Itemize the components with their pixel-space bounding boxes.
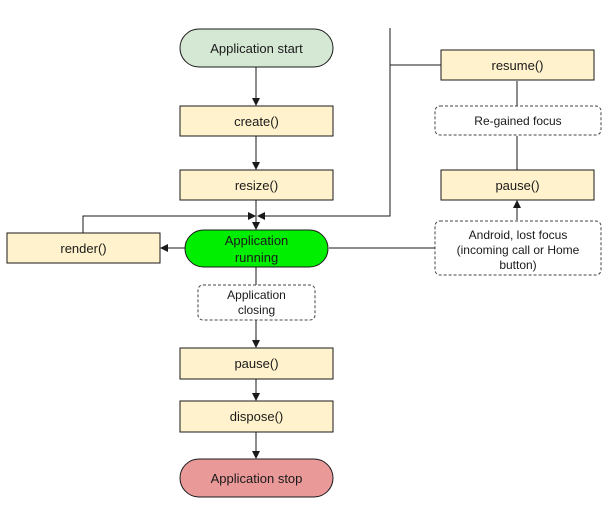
resume-label: resume() (491, 58, 543, 73)
pause-side-label: pause() (495, 178, 539, 193)
render-label: render() (60, 241, 106, 256)
node-render: render() (6, 232, 161, 264)
node-pause-side: pause() (440, 169, 595, 201)
edges (82, 28, 521, 459)
node-resume: resume() (440, 49, 595, 81)
resize-label: resize() (235, 178, 278, 193)
node-resize: resize() (179, 169, 334, 201)
node-application-running: Application running (184, 229, 329, 268)
edge-render-loop (82, 212, 256, 233)
application-closing-label-line2: closing (238, 303, 275, 317)
lost-focus-label-line1: Android, lost focus (469, 228, 568, 242)
application-start-label: Application start (210, 41, 303, 56)
node-pause-main: pause() (179, 347, 334, 380)
application-running-label-line1: Application (225, 233, 289, 248)
note-android-lost-focus: Android, lost focus (incoming call or Ho… (434, 220, 602, 276)
node-dispose: dispose() (179, 400, 334, 433)
application-closing-label-line1: Application (227, 288, 286, 302)
regained-focus-label: Re-gained focus (474, 114, 561, 128)
dispose-label: dispose() (230, 409, 283, 424)
lost-focus-label-line3: button) (499, 258, 536, 272)
application-running-label-line2: running (235, 250, 278, 265)
note-regained-focus: Re-gained focus (434, 105, 602, 136)
edge-resume-to-running (257, 28, 441, 220)
application-stop-label: Application stop (211, 471, 303, 486)
pause-main-label: pause() (234, 356, 278, 371)
node-application-start: Application start (179, 28, 334, 68)
lost-focus-label-line2: (incoming call or Home (457, 243, 580, 257)
create-label: create() (234, 114, 279, 129)
node-create: create() (179, 105, 334, 137)
node-application-stop: Application stop (179, 458, 334, 498)
note-application-closing: Application closing (197, 284, 316, 321)
